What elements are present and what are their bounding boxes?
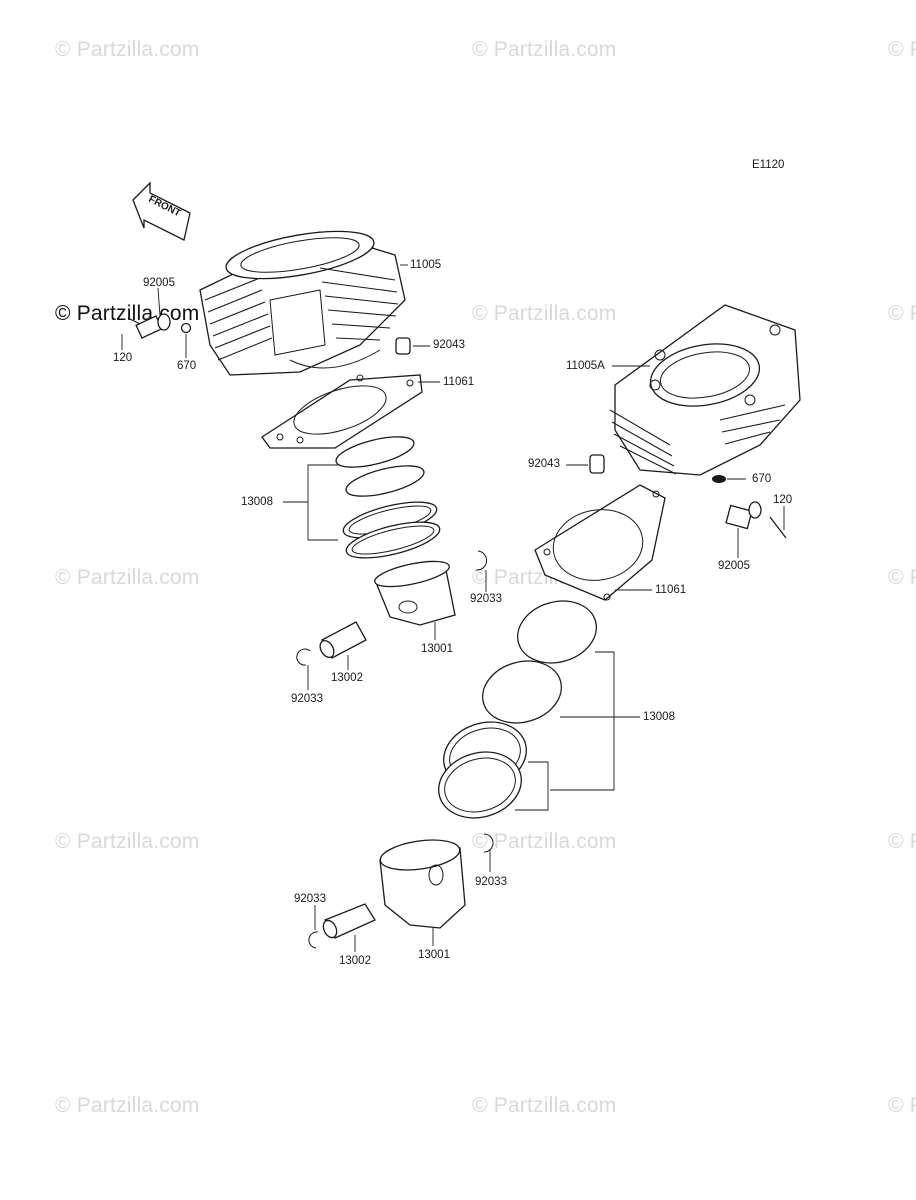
piston-rings-right	[438, 600, 597, 819]
watermark: © Partzilla.com	[55, 566, 200, 589]
watermark: © Partzilla.com	[472, 302, 617, 325]
piston-pin-left	[319, 621, 367, 659]
piston-pin-right	[322, 903, 376, 939]
bolt-fitting-left	[127, 313, 192, 339]
callout-11005[interactable]: 11005	[410, 259, 442, 271]
callout-92033-right-b[interactable]: 92033	[294, 893, 326, 905]
dowel-left	[395, 337, 411, 355]
callout-92043-right[interactable]: 92043	[528, 458, 560, 470]
callout-120-right[interactable]: 120	[773, 494, 793, 506]
callout-670-left[interactable]: 670	[177, 360, 197, 372]
watermark: © Partzilla.com	[888, 1094, 916, 1117]
piston-rings-left	[335, 436, 441, 559]
callout-13008-left[interactable]: 13008	[241, 496, 273, 508]
gasket-left	[261, 374, 423, 449]
front-arrow-icon: FRONT	[132, 181, 191, 241]
callout-92005-left[interactable]: 92005	[143, 277, 175, 289]
callout-13001-left[interactable]: 13001	[421, 643, 453, 655]
callout-670-right[interactable]: 670	[752, 473, 772, 485]
cylinder-left	[199, 230, 406, 376]
callout-13002-left[interactable]: 13002	[331, 672, 363, 684]
watermark: © Partzilla.com	[55, 38, 200, 61]
circlip-right-a	[483, 833, 494, 853]
diagram-code: E1120	[752, 159, 785, 171]
callout-92043-left[interactable]: 92043	[433, 339, 465, 351]
callout-92033-right-a[interactable]: 92033	[475, 876, 507, 888]
bolt-fitting-right	[725, 501, 787, 539]
callout-13008-right[interactable]: 13008	[643, 711, 675, 723]
o-ring-right	[712, 475, 726, 483]
callout-11061-left[interactable]: 11061	[443, 376, 475, 388]
piston-right	[379, 839, 466, 929]
watermark: © Partzilla.com	[888, 302, 916, 325]
watermark: © Partzilla.com	[472, 38, 617, 61]
leader-lines	[121, 264, 785, 952]
circlip-left-a	[475, 550, 487, 571]
callout-13002-right[interactable]: 13002	[339, 955, 371, 967]
watermark: © Partzilla.com	[888, 830, 916, 853]
watermark: © Partzilla.com	[55, 830, 200, 853]
circlip-right-b	[308, 931, 319, 949]
gasket-right	[534, 484, 666, 601]
callout-120-left[interactable]: 120	[113, 352, 133, 364]
watermark: © Partzilla.com	[472, 1094, 617, 1117]
callout-11005A[interactable]: 11005A	[566, 360, 605, 372]
watermark: © Partzilla.com	[55, 1094, 200, 1117]
watermark: © Partzilla.com	[888, 38, 916, 61]
circlip-left-b	[296, 648, 311, 666]
piston-left	[374, 560, 456, 626]
callout-92005-right[interactable]: 92005	[718, 560, 750, 572]
watermark: © Partzilla.com	[888, 566, 916, 589]
cylinder-right	[609, 304, 801, 476]
callout-11061-right[interactable]: 11061	[655, 584, 687, 596]
callout-92033-left-b[interactable]: 92033	[291, 693, 323, 705]
callout-92033-left-a[interactable]: 92033	[470, 593, 502, 605]
callout-13001-right[interactable]: 13001	[418, 949, 450, 961]
watermark: © Partzilla.com	[472, 830, 617, 853]
dowel-right	[589, 454, 605, 474]
